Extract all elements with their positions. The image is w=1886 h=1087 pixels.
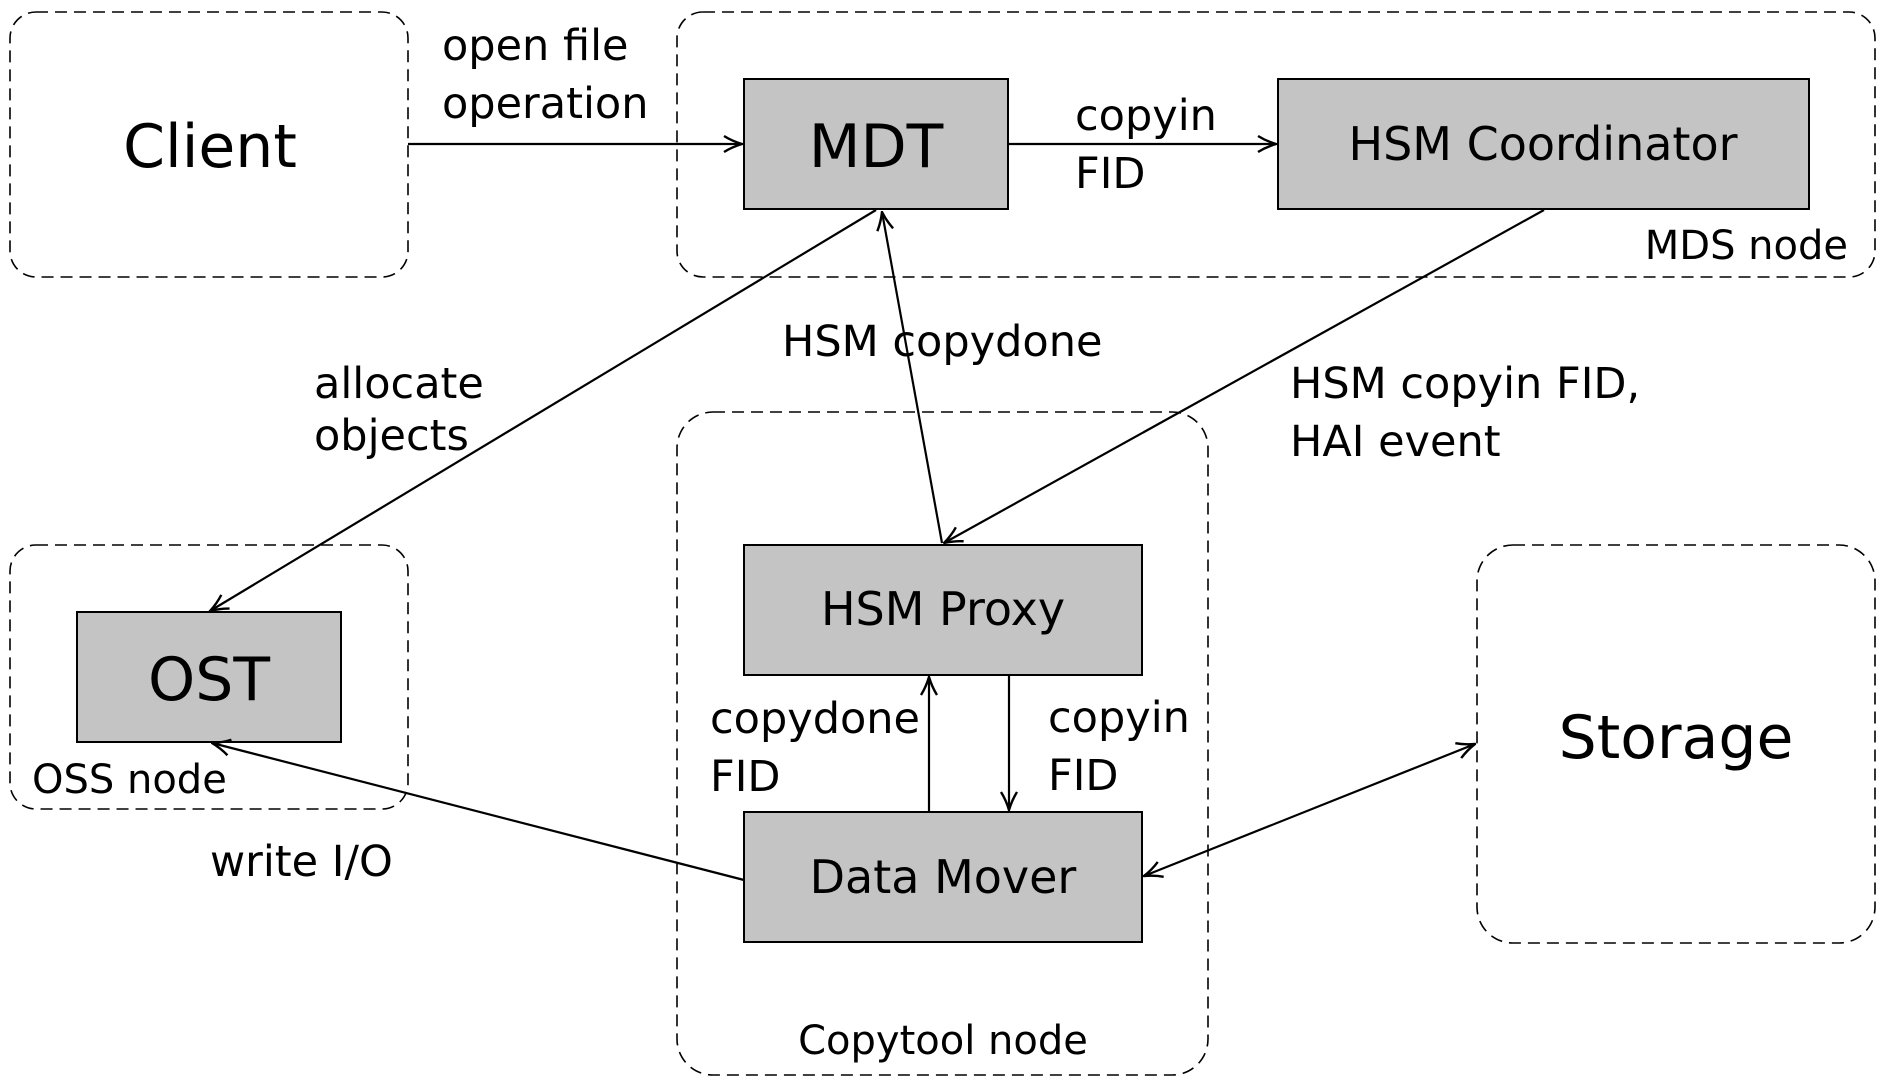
copyin-fid-dm-label-line1: copyin (1048, 693, 1190, 743)
arrow-datamover-to-ost (212, 743, 745, 882)
hsm-coordinator-label: HSM Coordinator (1348, 117, 1737, 171)
hsm-copyin-fid-label-line1: HSM copyin FID, (1290, 359, 1640, 409)
open-file-label-line1: open file (442, 21, 628, 71)
copydone-fid-label-line2: FID (710, 752, 781, 802)
storage-region (1476, 544, 1876, 944)
oss-node-region (9, 544, 409, 810)
hsm-coordinator-box (1277, 78, 1810, 210)
hsm-proxy-label: HSM Proxy (821, 582, 1065, 636)
client-region (9, 11, 409, 278)
mdt-box (743, 78, 1009, 210)
mds-node-label: MDS node (1645, 223, 1848, 269)
arrow-proxy-to-mdt (882, 212, 944, 544)
arrow-coordinator-to-proxy (944, 209, 1545, 543)
copyin-fid-dm-label-line2: FID (1048, 751, 1119, 801)
hsm-copyin-fid-label-line2: HAI event (1290, 417, 1501, 467)
mdt-label: MDT (809, 112, 944, 182)
hsm-proxy-box (743, 544, 1143, 676)
hsm-copydone-label: HSM copydone (782, 317, 1102, 367)
data-mover-label: Data Mover (810, 850, 1077, 904)
arrow-mdt-to-ost (210, 209, 877, 611)
write-io-label: write I/O (210, 837, 393, 887)
ost-label: OST (148, 645, 270, 715)
open-file-label-line2: operation (442, 79, 648, 129)
data-mover-box (743, 811, 1143, 943)
allocate-objects-label-line2: objects (314, 411, 469, 461)
oss-node-label: OSS node (32, 757, 227, 803)
arrow-datamover-storage (1144, 744, 1475, 876)
client-label: Client (123, 112, 297, 182)
allocate-objects-label-line1: allocate (314, 359, 484, 409)
copyin-fid-label-line2: FID (1075, 149, 1146, 199)
mds-node-region (676, 11, 1876, 278)
copytool-node-region (676, 411, 1209, 1076)
storage-label: Storage (1559, 703, 1794, 773)
copydone-fid-label-line1: copydone (710, 694, 920, 744)
ost-box (76, 611, 342, 743)
copytool-node-label: Copytool node (798, 1018, 1088, 1064)
copyin-fid-label-line1: copyin (1075, 91, 1217, 141)
